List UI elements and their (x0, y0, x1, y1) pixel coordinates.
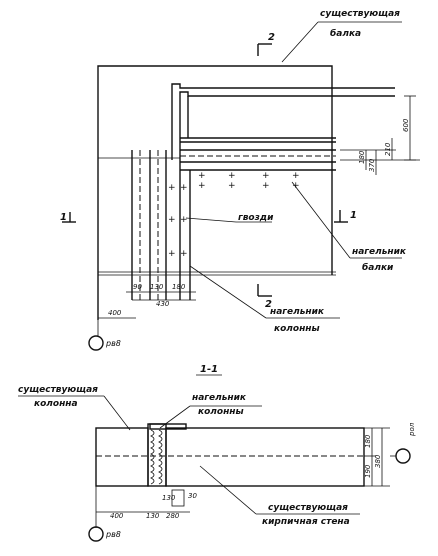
leader-beam-nagelnik (291, 181, 351, 259)
label-column-nagelnik-2: колонны (274, 324, 320, 334)
leader-existing-beam (281, 21, 319, 63)
svg-text:+: + (292, 181, 300, 191)
nail-coil-2 (158, 429, 163, 485)
column-nails: + + + + + + (168, 183, 188, 259)
section-1-1-view: 1-1 180 190 380 рол 130 30 400 130 280 (18, 364, 416, 542)
label-beam-nagelnik-1: нагельник (352, 247, 407, 257)
axis-label: рв8 (105, 339, 121, 348)
svg-text:+: + (180, 183, 188, 193)
label-brick-wall-1: существующая (268, 503, 348, 513)
column-nagelnik-zone (147, 423, 167, 487)
label-sec-nagelnik-2: колонны (198, 407, 244, 417)
svg-text:+: + (262, 181, 270, 191)
leader-brick-wall (199, 465, 257, 515)
svg-text:+: + (198, 181, 206, 191)
dim-130: 130 (150, 283, 164, 291)
dim-180-low: 180 (172, 283, 186, 291)
leader-existing-column (103, 395, 131, 431)
label-existing-column-2: колонна (34, 399, 78, 409)
section-1-right-label: 1 (350, 210, 357, 221)
dim-600: 600 (402, 118, 410, 132)
axis-bubble (88, 335, 104, 351)
svg-text:+: + (292, 171, 300, 181)
beam-inner-flange (179, 91, 395, 160)
leader-sec-nagelnik (159, 405, 191, 429)
svg-text:+: + (168, 215, 176, 225)
svg-text:+: + (180, 249, 188, 259)
leader-column-nagelnik (189, 265, 267, 319)
label-existing-beam-2: балка (330, 28, 361, 39)
axis-label-right: рол (408, 422, 416, 437)
dim-430: 430 (156, 300, 170, 308)
beam-top-flange (171, 83, 395, 160)
dim-370: 370 (368, 158, 376, 172)
dim-90: 90 (133, 283, 142, 291)
dim-180: 180 (358, 150, 366, 164)
axis-label-bottom: рв8 (105, 530, 121, 539)
section-2-bottom-label: 2 (265, 299, 272, 310)
brick-wall (165, 427, 365, 487)
axis-bubble-right (395, 448, 411, 464)
beam-nails: + + + + + + + + (198, 171, 300, 191)
svg-text:+: + (198, 171, 206, 181)
dim-400: 400 (108, 309, 122, 317)
section-1-left-label: 1 (60, 212, 67, 223)
svg-text:+: + (228, 171, 236, 181)
axis-bubble-bottom (88, 526, 104, 542)
label-existing-beam-1: существующая (320, 9, 400, 19)
nagelnik-top-plate (149, 423, 187, 430)
detail-box (171, 489, 185, 507)
dim-210: 210 (384, 142, 392, 156)
nail-coil-1 (150, 429, 155, 485)
svg-text:+: + (262, 171, 270, 181)
sec-dim-30: 30 (188, 492, 197, 500)
svg-text:+: + (228, 181, 236, 191)
sec-dim-400: 400 (110, 512, 124, 520)
sec-dim-130: 130 (162, 494, 176, 502)
label-brick-wall-2: кирпичная стена (262, 517, 350, 527)
section-2-top-label: 2 (268, 32, 275, 43)
sec-dim-190: 190 (364, 464, 372, 478)
svg-text:+: + (168, 183, 176, 193)
section-title: 1-1 (200, 364, 218, 375)
label-beam-nagelnik-2: балки (362, 262, 394, 273)
sec-dim-380: 380 (374, 454, 382, 468)
label-column-nagelnik-1: нагельник (270, 307, 325, 317)
sec-dim-280: 280 (166, 512, 180, 520)
svg-text:+: + (168, 249, 176, 259)
existing-column (95, 427, 149, 487)
label-existing-column-1: существующая (18, 385, 98, 395)
label-nails: гвозди (238, 213, 274, 223)
leader-nails (185, 217, 237, 223)
label-sec-nagelnik-1: нагельник (192, 393, 247, 403)
sec-dim-130b: 130 (146, 512, 160, 520)
svg-text:+: + (180, 215, 188, 225)
sec-dim-180: 180 (364, 434, 372, 448)
elevation-view: + + + + + + + + + + + + + + (60, 9, 420, 351)
